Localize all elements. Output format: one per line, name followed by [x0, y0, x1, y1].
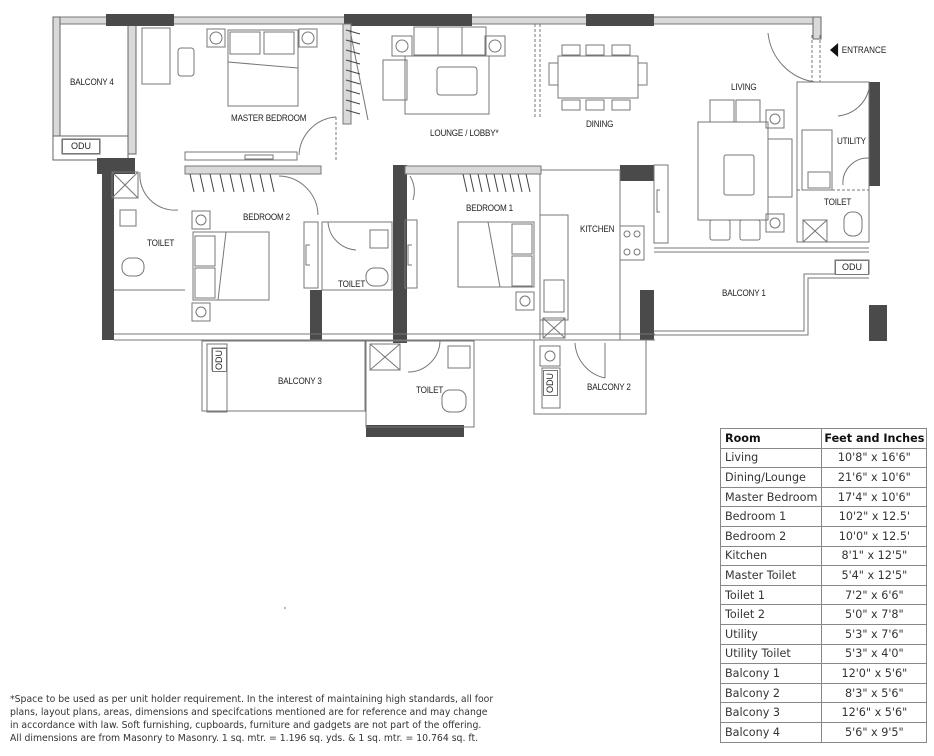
disclaimer-note: *Space to be used as per unit holder req…	[10, 693, 715, 745]
room-name: Master Bedroom	[719, 486, 823, 508]
room-label-balcony-1: BALCONY 1	[722, 288, 766, 298]
room-name: Utility	[719, 623, 823, 645]
room-label-kitchen: KITCHEN	[580, 224, 615, 234]
room-label-toilet-1: TOILET	[416, 385, 444, 395]
room-label-master-bedroom: MASTER BEDROOM	[231, 113, 307, 123]
room-size: 10'2" x 12.5'	[821, 506, 928, 527]
room-name: Utility Toilet	[719, 643, 823, 665]
room-label-living: LIVING	[731, 82, 757, 92]
room-label-bedroom-1: BEDROOM 1	[466, 203, 513, 213]
room-label-dining: DINING	[586, 119, 614, 129]
room-name: Kitchen	[719, 545, 823, 567]
room-size: 8'3" x 5'6"	[821, 682, 928, 704]
room-size: 5'6" x 9'5"	[821, 721, 928, 743]
room-label-master-toilet: TOILET	[147, 238, 175, 248]
stray-mark	[284, 607, 286, 609]
odu-unit-balcony-4: ODU	[62, 139, 100, 154]
room-label-utility-toilet: TOILET	[824, 197, 852, 207]
entrance-arrow-icon	[830, 43, 839, 57]
room-size: 12'0" x 5'6"	[821, 663, 928, 684]
room-size: 5'0" x 7'8"	[821, 604, 928, 625]
room-name: Balcony 4	[719, 721, 823, 743]
disclaimer-line: in accordance with law. Soft furnishing,…	[10, 720, 482, 731]
column-header-room: Room	[719, 428, 823, 449]
room-name: Living	[719, 447, 823, 469]
entrance-label: ENTRANCE	[841, 45, 887, 55]
room-label-balcony-4: BALCONY 4	[70, 77, 114, 87]
floor-plan-drawing	[52, 14, 887, 437]
disclaimer-line: *Space to be used as per unit holder req…	[10, 694, 494, 705]
room-size: 21'6" x 10'6"	[821, 467, 928, 488]
room-name: Master Toilet	[719, 565, 823, 586]
room-name: Toilet 2	[719, 604, 823, 625]
room-size: 12'6" x 5'6"	[821, 702, 928, 723]
room-label-balcony-2: BALCONY 2	[587, 382, 631, 392]
room-size: 8'1" x 12'5"	[821, 545, 928, 567]
column-header-size: Feet and Inches	[821, 428, 928, 449]
disclaimer-line: All dimensions are from Masonry to Mason…	[10, 733, 479, 744]
odu-unit-balcony-3: ODU	[212, 348, 227, 372]
odu-unit-balcony-1: ODU	[835, 260, 869, 275]
room-size: 5'3" x 7'6"	[821, 623, 928, 645]
room-label-lounge-lobby: LOUNGE / LOBBY*	[430, 128, 499, 138]
room-size: 10'8" x 16'6"	[821, 447, 928, 469]
table-header-row: Room Feet and Inches	[719, 428, 928, 449]
disclaimer-line: plans, layout plans, areas, dimensions a…	[10, 707, 488, 718]
room-label-bedroom-2: BEDROOM 2	[243, 212, 290, 222]
room-size: 5'4" x 12'5"	[821, 565, 928, 586]
room-name: Bedroom 1	[719, 506, 823, 527]
room-name: Balcony 1	[719, 663, 823, 684]
room-name: Balcony 3	[719, 702, 823, 723]
room-size: 5'3" x 4'0"	[821, 643, 928, 665]
room-name: Toilet 1	[719, 584, 823, 606]
room-name: Dining/Lounge	[719, 467, 823, 488]
room-name: Balcony 2	[719, 682, 823, 704]
odu-unit-balcony-2: ODU	[543, 370, 558, 396]
room-name: Bedroom 2	[719, 525, 823, 547]
room-label-toilet-2: TOILET	[338, 279, 366, 289]
entrance-marker: ENTRANCE	[830, 43, 886, 57]
room-size: 7'2" x 6'6"	[821, 584, 928, 606]
room-label-balcony-3: BALCONY 3	[278, 376, 322, 386]
room-size: 10'0" x 12.5'	[821, 525, 928, 547]
room-label-utility: UTILITY	[837, 136, 866, 146]
room-size: 17'4" x 10'6"	[821, 486, 928, 508]
